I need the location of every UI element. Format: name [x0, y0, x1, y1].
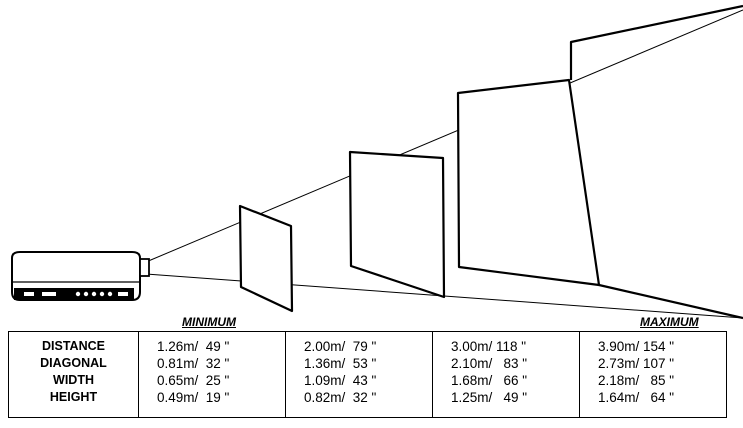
screen-maximum — [569, 4, 743, 80]
value-height: 0.49m/ 19 " — [157, 390, 230, 405]
column-second: 2.00m/ 79 " 1.36m/ 53 " 1.09m/ 43 " 0.82… — [285, 331, 433, 418]
table-row: DISTANCE DIAGONAL WIDTH HEIGHT 1.26m/ 49… — [8, 331, 727, 418]
value-height: 1.64m/ 64 " — [598, 390, 675, 405]
value-distance: 1.26m/ 49 " — [157, 339, 230, 354]
label-diagonal: DIAGONAL — [40, 356, 107, 370]
value-height: 0.82m/ 32 " — [304, 390, 377, 405]
screen-third — [456, 78, 601, 287]
value-diagonal: 2.73m/ 107 " — [598, 356, 675, 371]
value-distance: 2.00m/ 79 " — [304, 339, 377, 354]
value-width: 1.09m/ 43 " — [304, 373, 377, 388]
value-width: 2.18m/ 85 " — [598, 373, 675, 388]
value-distance: 3.90m/ 154 " — [598, 339, 675, 354]
projector-control-panel — [14, 288, 134, 300]
row-labels-cell: DISTANCE DIAGONAL WIDTH HEIGHT — [8, 331, 139, 418]
screen-maximum-bottom — [598, 283, 743, 320]
value-diagonal: 0.81m/ 32 " — [157, 356, 230, 371]
projection-spec-table: DISTANCE DIAGONAL WIDTH HEIGHT 1.26m/ 49… — [8, 331, 727, 418]
label-distance: DISTANCE — [42, 339, 105, 353]
header-maximum: MAXIMUM — [640, 315, 699, 329]
value-width: 0.65m/ 25 " — [157, 373, 230, 388]
projector — [11, 251, 150, 301]
screen-second — [348, 150, 446, 299]
column-third: 3.00m/ 118 " 2.10m/ 83 " 1.68m/ 66 " 1.2… — [432, 331, 580, 418]
value-height: 1.25m/ 49 " — [451, 390, 528, 405]
header-minimum: MINIMUM — [182, 315, 236, 329]
column-maximum: 3.90m/ 154 " 2.73m/ 107 " 2.18m/ 85 " 1.… — [579, 331, 727, 418]
value-distance: 3.00m/ 118 " — [451, 339, 527, 354]
projector-lens — [139, 258, 150, 277]
projector-buttons — [24, 291, 128, 297]
screen-minimum — [238, 204, 294, 313]
value-diagonal: 2.10m/ 83 " — [451, 356, 528, 371]
projection-screens — [238, 4, 743, 320]
label-height: HEIGHT — [49, 390, 98, 404]
value-diagonal: 1.36m/ 53 " — [304, 356, 377, 371]
column-minimum: 1.26m/ 49 " 0.81m/ 32 " 0.65m/ 25 " 0.49… — [138, 331, 286, 418]
label-width: WIDTH — [53, 373, 94, 387]
value-width: 1.68m/ 66 " — [451, 373, 528, 388]
